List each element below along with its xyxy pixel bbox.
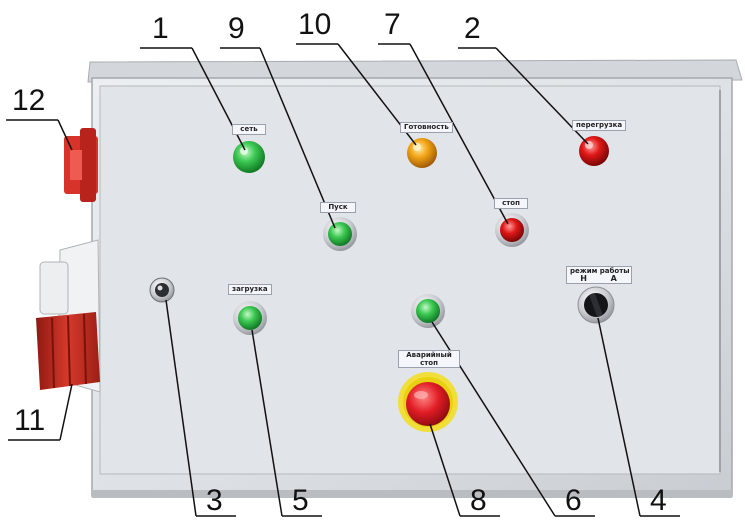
callout-2: 2 bbox=[464, 12, 481, 45]
callout-9-leader bbox=[259, 47, 336, 229]
mode-position-a: А bbox=[610, 274, 618, 283]
callout-7-leader bbox=[409, 43, 509, 225]
plate-load: загрузка bbox=[228, 284, 272, 295]
callout-12: 12 bbox=[12, 84, 46, 117]
plate-emergency-line1: Аварийный bbox=[406, 351, 452, 359]
callout-5: 5 bbox=[292, 484, 309, 517]
callout-3-leader bbox=[165, 299, 197, 517]
callout-6: 6 bbox=[565, 484, 582, 517]
enclosure-bottom-edge bbox=[92, 490, 732, 498]
plate-mode: режим работы Н А bbox=[566, 266, 632, 284]
callout-8: 8 bbox=[470, 484, 487, 517]
emergency-stop-button[interactable] bbox=[398, 372, 458, 432]
plate-emergency: Аварийный стоп bbox=[398, 350, 460, 368]
callout-10: 10 bbox=[298, 8, 332, 41]
start-button[interactable] bbox=[323, 217, 357, 251]
callout-9: 9 bbox=[228, 12, 245, 45]
plate-ready: Готовность bbox=[400, 122, 453, 133]
callout-11-leader bbox=[59, 383, 73, 441]
callout-8-leader bbox=[429, 423, 461, 517]
overload-indicator-lamp bbox=[579, 136, 609, 166]
mode-selector-switch[interactable] bbox=[577, 286, 615, 324]
plate-overload: перегрузка bbox=[572, 120, 627, 131]
callout-3: 3 bbox=[206, 484, 223, 517]
plate-start: Пуск bbox=[320, 202, 356, 213]
plate-stop: стоп bbox=[494, 198, 528, 209]
power-socket bbox=[36, 239, 101, 393]
load-button[interactable] bbox=[233, 301, 267, 335]
callout-4: 4 bbox=[650, 484, 667, 517]
network-indicator-lamp bbox=[233, 141, 265, 173]
power-connector-top bbox=[64, 128, 98, 202]
auxiliary-green-button[interactable] bbox=[411, 294, 445, 328]
enclosure-lid bbox=[87, 59, 743, 83]
plate-emergency-line2: стоп bbox=[420, 359, 438, 367]
plate-network: сеть bbox=[232, 124, 266, 135]
signal-lamp-small bbox=[149, 277, 175, 303]
callout-12-leader bbox=[57, 119, 73, 151]
plate-mode-title: режим работы bbox=[570, 267, 630, 275]
callout-7: 7 bbox=[384, 8, 401, 41]
callout-5-leader bbox=[251, 329, 283, 517]
callout-1: 1 bbox=[152, 12, 169, 45]
mode-position-h: Н bbox=[580, 274, 588, 283]
plate-mode-positions: Н А bbox=[570, 275, 628, 283]
ready-indicator-lamp bbox=[407, 138, 437, 168]
callout-4-leader bbox=[597, 317, 641, 517]
callout-11: 11 bbox=[14, 404, 46, 437]
stop-button[interactable] bbox=[495, 213, 529, 247]
